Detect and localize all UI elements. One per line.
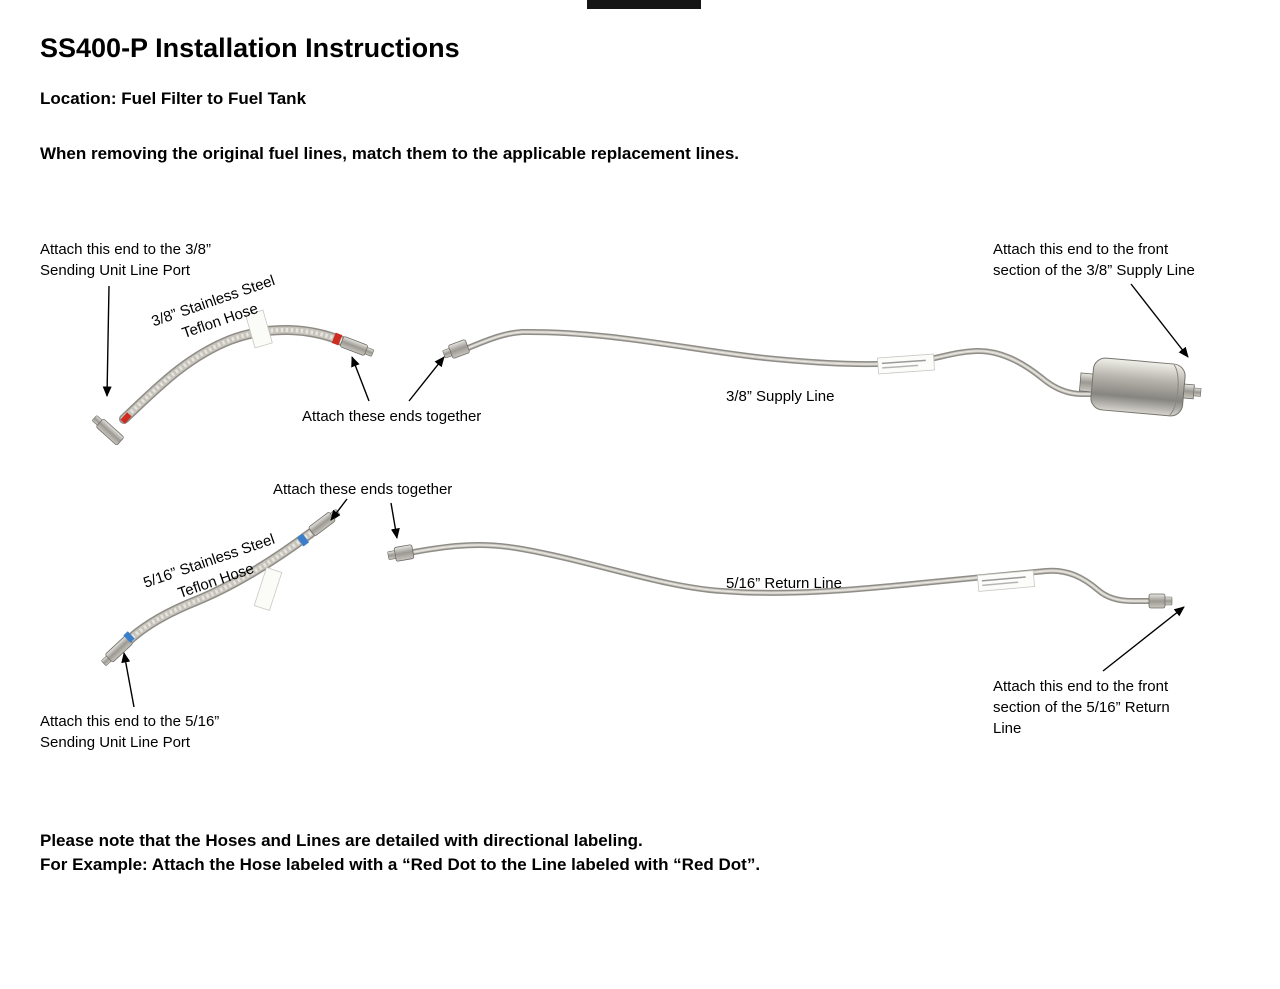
annotation-line: 3/8” Supply Line — [726, 388, 835, 405]
annotation-line: section of the 3/8” Supply Line — [993, 262, 1195, 279]
footer-notes: Please note that the Hoses and Lines are… — [40, 829, 760, 877]
hose-516-braided — [101, 509, 340, 666]
annotation-attach-ends-bottom: Attach these ends together — [273, 479, 452, 500]
hose-38-left-fitting — [92, 415, 124, 446]
return-line-label: 5/16” Return Line — [726, 573, 842, 594]
return-line-tag — [976, 570, 1036, 592]
annotation-line: Attach this end to the front — [993, 678, 1169, 695]
hose-516-top-blue-dot — [296, 533, 310, 547]
annotation-line: Sending Unit Line Port — [40, 734, 191, 751]
instruction-line: When removing the original fuel lines, m… — [40, 144, 740, 163]
location-line: Location: Fuel Filter to Fuel Tank — [40, 89, 307, 108]
footer-note-line: For Example: Attach the Hose labeled wit… — [40, 855, 761, 874]
hose-516-label-tag — [253, 567, 283, 611]
arrow-38-ends-right — [408, 356, 445, 402]
arrow-38-ends-left — [351, 356, 370, 402]
hose-38-braided — [92, 309, 374, 446]
annotation-38-supply-front: Attach this end to the front section of … — [993, 239, 1195, 281]
fuel-filter — [1079, 357, 1202, 417]
hose-38-left-red-dot — [120, 412, 132, 424]
supply-line-tag — [877, 353, 935, 375]
arrow-38-supply-front — [1130, 283, 1189, 358]
hose-516-bottom-blue-dot — [123, 631, 135, 643]
hose-38-label-tag — [245, 309, 273, 349]
hose-38-right-fitting — [340, 336, 374, 357]
arrow-516-ends-right — [390, 502, 400, 539]
annotation-line: Sending Unit Line Port — [40, 262, 191, 279]
annotation-516-return-front: Attach this end to the front section of … — [993, 676, 1170, 739]
hose-516-bottom-fitting — [101, 635, 133, 666]
annotation-line: Line — [993, 720, 1022, 737]
annotation-38-sending-port: Attach this end to the 3/8” Sending Unit… — [40, 239, 211, 281]
arrow-516-sending-port — [121, 652, 135, 708]
annotation-516-sending-port: Attach this end to the 5/16” Sending Uni… — [40, 711, 219, 753]
supply-line-38 — [442, 328, 1202, 417]
return-line-left-fitting — [387, 544, 415, 562]
annotation-attach-ends-top: Attach these ends together — [302, 406, 481, 427]
annotation-line: Attach these ends together — [273, 481, 453, 498]
page-title: SS400-P Installation Instructions — [40, 33, 460, 63]
arrow-38-sending-port — [102, 285, 112, 397]
arrow-516-ends-left — [330, 498, 348, 521]
footer-note-line: Please note that the Hoses and Lines are… — [40, 831, 643, 850]
return-line-right-fitting — [1148, 593, 1173, 609]
supply-line-left-fitting — [442, 339, 470, 359]
annotation-line: Attach this end to the 3/8” — [40, 241, 211, 258]
annotation-line: Attach these ends together — [302, 408, 482, 425]
top-black-bar — [587, 0, 701, 9]
supply-line-label: 3/8” Supply Line — [726, 386, 834, 407]
annotation-line: Attach this end to the 5/16” — [40, 713, 220, 730]
annotation-line: 5/16” Return Line — [726, 575, 842, 592]
annotation-line: Attach this end to the front — [993, 241, 1169, 258]
annotation-line: section of the 5/16” Return — [993, 699, 1170, 716]
hose-38-right-red-dot — [331, 332, 343, 346]
return-line-516 — [387, 542, 1173, 609]
annotation-arrows — [102, 283, 1189, 708]
arrow-516-return-front — [1102, 606, 1185, 672]
